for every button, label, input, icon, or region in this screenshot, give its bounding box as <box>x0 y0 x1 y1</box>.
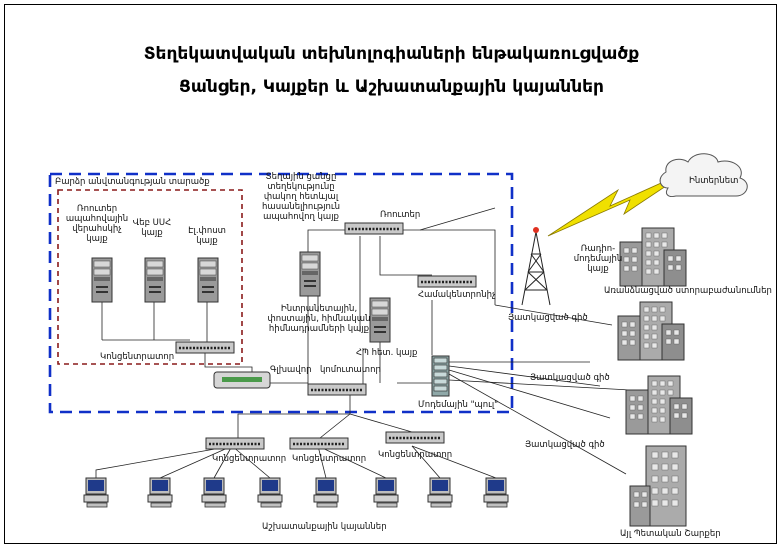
label-dedicated-line-1: Յատկացված գիծ <box>508 313 588 323</box>
label-dedicated-line-2: Յատկացված գիծ <box>530 373 610 383</box>
label-dedicated-line-3: Յատկացված գիծ <box>525 440 605 450</box>
intranet-server <box>197 257 219 303</box>
workstation-4 <box>257 477 283 508</box>
title-line-2: Ցանցեր, Կայքեր և Աշխատանքային կայաններ <box>179 77 604 97</box>
label-workstations: Աշխատանքային կայաններ <box>262 522 387 532</box>
remote-building-3 <box>625 375 693 435</box>
label-concentrator: Համակենտրոնիչ <box>418 290 496 300</box>
label-other-buildings: Այլ Պետական Շարքեր <box>620 529 721 539</box>
lan-concentrator-2 <box>288 436 350 451</box>
workstation-7 <box>427 477 453 508</box>
router-device <box>343 221 405 236</box>
workstation-2 <box>147 477 173 508</box>
label-modem-pool: Մոդեմային "պուլ" <box>418 400 499 410</box>
zone-label-inner: Ռոուտեր ապահովային վերահսկիչ կայք <box>65 204 129 244</box>
label-intranet-desc: Տեղային ցանցը տեղեկությունը փակող հետևյա… <box>262 172 340 222</box>
title-line-1: Տեղեկատվական տեխնոլոգիաների ենթակառուցվա… <box>143 44 640 64</box>
label-radio-station: Ռադիո-մոդեմային կայք <box>573 244 623 274</box>
workstation-5 <box>313 477 339 508</box>
core-switch <box>306 382 368 397</box>
mail-server <box>144 257 166 303</box>
workstation-6 <box>373 477 399 508</box>
remote-building-tall <box>629 445 687 527</box>
radio-tower-icon <box>521 227 551 306</box>
label-concentrator-2: Կոնցենտրատոր <box>292 454 367 464</box>
label-firewall: Գլխավոր <box>270 365 312 375</box>
label-pc-server: ՀՊ հետ. կայք <box>356 348 418 358</box>
label-internet: Ինտերնետ <box>689 176 739 186</box>
label-concentrator-3: Կոնցենտրատոր <box>378 450 453 460</box>
application-server <box>299 251 321 297</box>
label-concentrator-1: Կոնցենտրատոր <box>212 454 287 464</box>
label-intranet-server: Ինտրանետային, փոստային, հիմնական հիմնադր… <box>267 304 371 334</box>
dmz-zone <box>57 189 243 365</box>
workstation-1 <box>83 477 109 508</box>
zone-label-outer: Բարձր անվտանգության տարածք <box>55 177 210 187</box>
label-dmz-concentrator: Կոնցենտրատոր <box>100 352 175 362</box>
label-mail-server: Էլ.փոստ կայք <box>188 226 226 246</box>
label-router: Ռոուտեր <box>380 210 421 220</box>
label-remote-buildings: Առանձնացված ստորաբաժանումներ <box>604 286 772 296</box>
remote-building-1 <box>619 227 687 287</box>
main-concentrator <box>416 274 478 289</box>
web-server <box>91 257 113 303</box>
lan-concentrator-3 <box>384 430 446 445</box>
label-main-switch: կոմուտատոր <box>320 365 381 375</box>
lan-concentrator-1 <box>204 436 266 451</box>
firewall-device <box>213 371 271 389</box>
diagram-frame <box>4 4 777 544</box>
workstation-3 <box>201 477 227 508</box>
internet-cloud-icon <box>659 153 748 197</box>
high-security-zone <box>48 172 514 414</box>
label-web-server: Վեբ ՍՍՀ կայք <box>132 218 172 238</box>
workstation-8 <box>483 477 509 508</box>
remote-building-2 <box>617 301 685 361</box>
modem-pool <box>431 355 450 397</box>
dmz-concentrator <box>174 340 236 355</box>
